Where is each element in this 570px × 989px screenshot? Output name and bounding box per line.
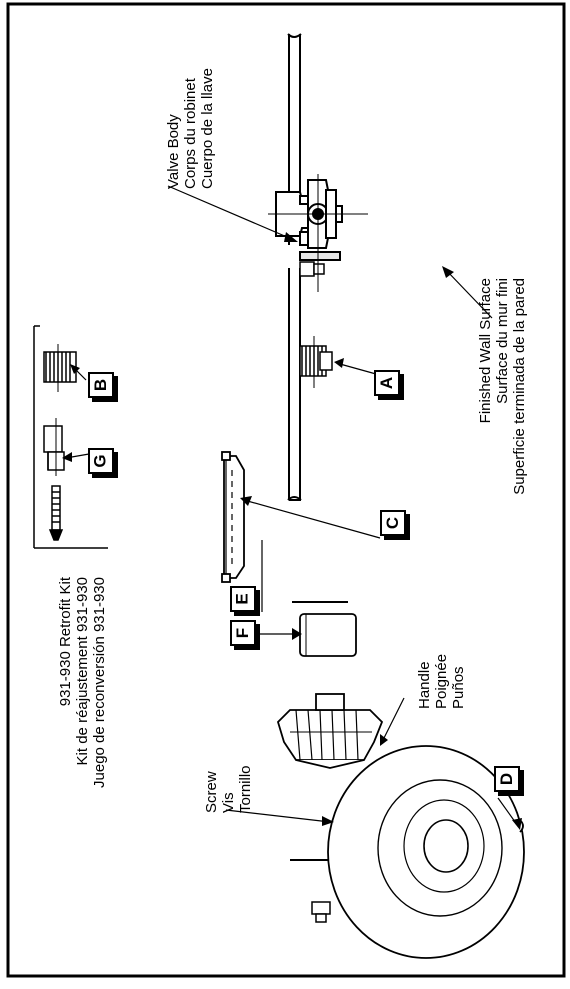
part-letter-b: B	[91, 378, 110, 392]
part-letter-a: A	[377, 376, 396, 390]
retrofit-kit-label-fr: Kit de réajustement 931-930	[74, 577, 91, 766]
part-letter-d: D	[497, 772, 516, 786]
valve-body-label-fr: Corps du robinet	[182, 78, 199, 189]
handle-label-en: Handle	[416, 661, 433, 709]
retrofit-kit-screw	[48, 485, 64, 541]
part-c-escutcheon	[221, 451, 245, 583]
finished-wall-label-es: Superficie terminada de la pared	[511, 278, 528, 495]
screw-label-es: Tornillo	[237, 765, 254, 813]
small-nut	[311, 901, 331, 923]
part-g-stem-extension	[43, 418, 65, 476]
handle-label: Handle Poignée Puños	[416, 619, 470, 709]
part-badge-a: A	[374, 370, 404, 400]
finished-wall-label-en: Finished Wall Surface	[477, 278, 494, 424]
screw-label-fr: Vis	[220, 792, 237, 813]
handle	[276, 693, 384, 769]
retrofit-kit-bracket	[33, 325, 108, 549]
part-letter-f: F	[232, 627, 252, 639]
part-badge-c: C	[380, 510, 410, 540]
retrofit-kit-label-en: 931-930 Retrofit Kit	[57, 577, 74, 707]
part-d-trim-dial	[327, 745, 525, 959]
part-badge-e: E	[230, 586, 260, 616]
finished-wall-surface	[287, 33, 302, 501]
screw-label-en: Screw	[203, 771, 220, 813]
valve-body	[275, 179, 343, 261]
part-letter-e: E	[233, 593, 252, 605]
part-badge-g: G	[88, 448, 118, 478]
diagram-border	[6, 2, 566, 978]
valve-body-label: Valve Body Corps du robinet Cuerpo de la…	[165, 27, 219, 189]
retrofit-kit-label: 931-930 Retrofit Kit Kit de réajustement…	[57, 577, 111, 807]
part-letter-g: G	[90, 454, 110, 468]
part-badge-d: D	[494, 766, 524, 796]
part-b-bushing	[43, 344, 77, 392]
retrofit-kit-label-es: Juego de reconversión 931-930	[91, 577, 108, 788]
valve-stem	[299, 261, 325, 277]
part-badge-b: B	[88, 372, 118, 402]
handle-label-fr: Poignée	[433, 653, 450, 709]
pointer-arrowheads	[62, 232, 522, 830]
finished-wall-label: Finished Wall Surface Surface du mur fin…	[477, 278, 531, 540]
part-letter-c: C	[383, 516, 402, 530]
part-a-adapter	[299, 336, 333, 388]
part-badge-f: F	[230, 620, 260, 650]
valve-body-label-es: Cuerpo de la llave	[199, 68, 216, 189]
valve-body-label-en: Valve Body	[165, 114, 182, 189]
part-f-sleeve	[299, 613, 357, 657]
handle-label-es: Puños	[450, 666, 467, 709]
finished-wall-label-fr: Surface du mur fini	[494, 278, 511, 404]
screw-label: Screw Vis Tornillo	[203, 713, 257, 813]
